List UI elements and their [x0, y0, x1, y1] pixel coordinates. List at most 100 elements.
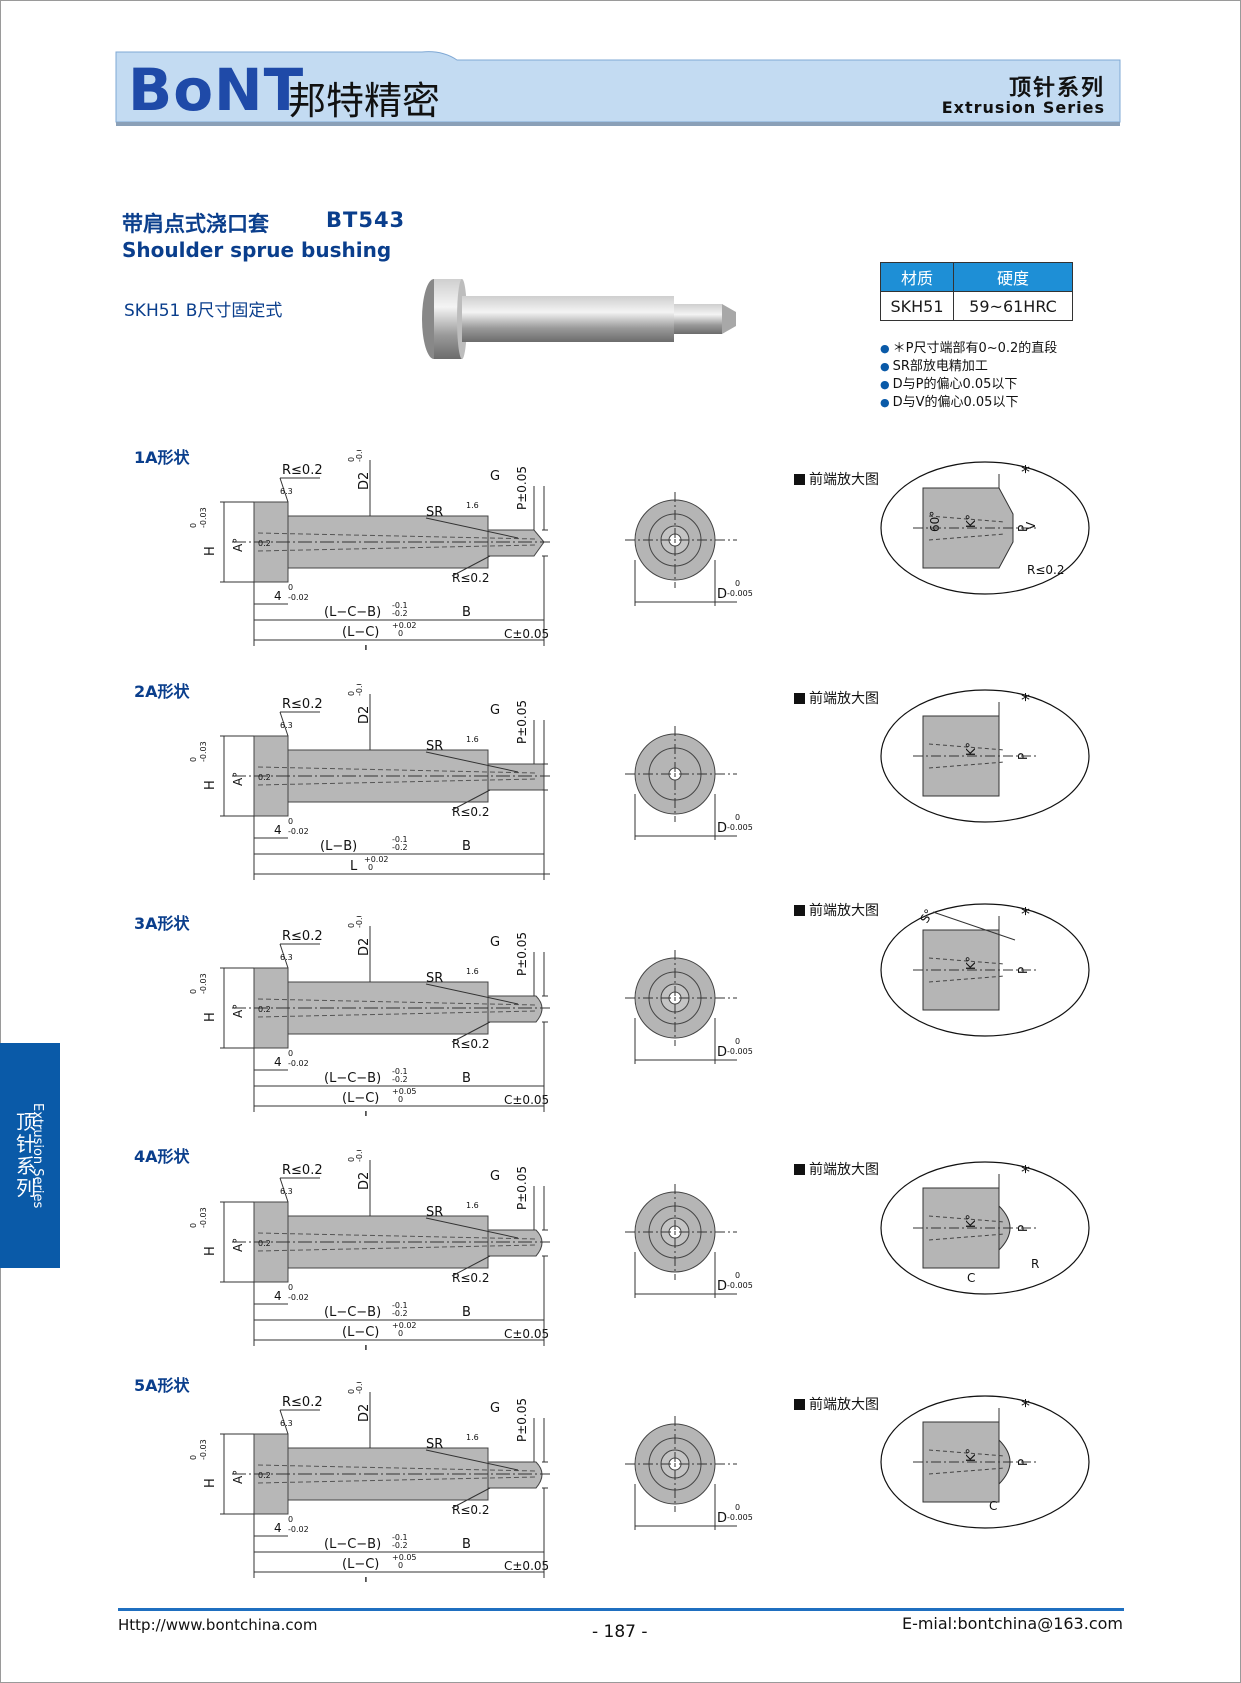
roughness-16: 1.6: [466, 1201, 479, 1210]
v-label: V: [1024, 521, 1038, 530]
header-band: [112, 48, 1124, 126]
h-tol-upper: 0: [189, 1223, 198, 1228]
zoom-p-label: P: [1016, 967, 1030, 974]
p-tol-label: P±0.05: [515, 1398, 529, 1442]
shape-label-2a: 2A形状: [134, 682, 190, 701]
star-label: *: [1021, 690, 1030, 711]
h-label: H: [203, 1246, 218, 1256]
sr-label: SR: [426, 1437, 443, 1452]
lc-tol-upper: +0.05: [392, 1087, 417, 1096]
header-series-cn: 顶针系列: [1008, 76, 1105, 101]
company-name: 邦特精密: [288, 79, 441, 123]
lc-tol-lower: 0: [398, 629, 403, 638]
r02-label-bottom: R≤0.2: [452, 571, 489, 585]
h-label: H: [203, 546, 218, 556]
roughness-16: 1.6: [466, 501, 479, 510]
lcb-tol-upper: -0.1: [392, 1301, 408, 1310]
note-item: ●D与V的偏心0.05以下: [880, 395, 1019, 410]
zoom-bore-line: [928, 533, 1006, 541]
lcb-tol-lower: -0.2: [392, 1309, 408, 1318]
small-02: 0.2: [258, 1239, 271, 1248]
h-label: H: [203, 1012, 218, 1022]
sr-label: SR: [426, 971, 443, 986]
four-tol-upper: 0: [288, 1049, 293, 1058]
tip: [487, 1461, 543, 1489]
h-tol-lower: -0.03: [199, 973, 208, 994]
h-tol-upper: 0: [189, 989, 198, 994]
roughness-63: 6.3: [280, 953, 293, 962]
lcb-label: (L−C−B): [324, 1537, 381, 1552]
g-label: G: [490, 469, 500, 484]
zoom-p-label: P: [1016, 1459, 1030, 1466]
bullet-icon: ●: [880, 360, 890, 373]
sixty-deg-label: 60°: [928, 511, 942, 532]
p-tol-label: P±0.05: [515, 700, 529, 744]
g-label: G: [490, 935, 500, 950]
lcb-tol-upper: -0.1: [392, 835, 408, 844]
h-tol-lower: -0.03: [199, 1207, 208, 1228]
r02-label-bottom: R≤0.2: [452, 1503, 489, 1517]
four-label: 4: [274, 589, 282, 603]
r02-leader: [279, 1177, 289, 1203]
zoom-bore-line: [928, 1449, 1006, 1457]
hardness-value: 59~61HRC: [953, 291, 1073, 321]
star-label: *: [1021, 1396, 1030, 1417]
d-tol-upper: 0: [735, 1503, 740, 1512]
b-label: B: [462, 605, 471, 620]
d2-label: D2: [357, 1172, 372, 1190]
bore-line: [257, 532, 537, 540]
four-label: 4: [274, 1289, 282, 1303]
zoom-bore-line: [928, 743, 1006, 751]
side-tab[interactable]: 顶针系列 Extrusion Series: [0, 1043, 60, 1268]
header-series-en: Extrusion Series: [941, 98, 1105, 117]
d-tol-lower: -0.005: [727, 589, 753, 598]
bore-line: [257, 1244, 537, 1252]
product-title-cn: 带肩点式浇口套: [122, 212, 269, 236]
bore-line: [257, 766, 537, 774]
footer-email[interactable]: E-mial:bontchina@163.com: [901, 1614, 1123, 1633]
d-tol-lower: -0.005: [727, 823, 753, 832]
footer-url[interactable]: Http://www.bontchina.com: [118, 1616, 318, 1634]
h-tol-lower: -0.03: [199, 1439, 208, 1460]
lc-tol-lower: 0: [398, 1561, 403, 1570]
lcb-tol-lower: -0.2: [392, 1075, 408, 1084]
d-tol-upper: 0: [735, 1271, 740, 1280]
lcb-label: (L−C−B): [324, 1071, 381, 1086]
product-code: BT543: [326, 208, 406, 232]
r02-label-bottom: R≤0.2: [452, 1271, 489, 1285]
square-icon: [794, 693, 805, 704]
a-deg-label: A°: [231, 1238, 245, 1252]
four-tol-lower: -0.02: [288, 827, 309, 836]
h-tol-upper: 0: [189, 523, 198, 528]
bullet-icon: ●: [880, 342, 890, 355]
d-tol-upper: 0: [735, 579, 740, 588]
d-tol-lower: -0.005: [727, 1513, 753, 1522]
r02-leader: [279, 711, 289, 737]
bullet-icon: ●: [880, 378, 890, 391]
roughness-63: 6.3: [280, 1187, 293, 1196]
r02-leader-bottom: [451, 1487, 491, 1509]
g-label: G: [490, 1169, 500, 1184]
a-deg-label: A°: [231, 1004, 245, 1018]
zoom-bore-line: [928, 975, 1006, 983]
d-label: D: [717, 821, 727, 836]
sr-leader: [425, 751, 519, 773]
zoom-r02-label: R≤0.2: [1027, 563, 1064, 577]
sr-leader: [425, 1449, 519, 1471]
h-tol-upper: 0: [189, 757, 198, 762]
four-tol-upper: 0: [288, 817, 293, 826]
four-label: 4: [274, 823, 282, 837]
star-label: *: [1021, 904, 1030, 925]
l-label: L: [364, 644, 372, 650]
r02-label-top: R≤0.2: [282, 929, 323, 944]
tip: [487, 529, 545, 557]
d2-tol-upper: 0: [347, 691, 356, 696]
small-02: 0.2: [258, 1471, 271, 1480]
bore-line: [257, 998, 537, 1006]
h-tol-upper: 0: [189, 1455, 198, 1460]
roughness-63: 6.3: [280, 487, 293, 496]
b-label: B: [462, 1071, 471, 1086]
